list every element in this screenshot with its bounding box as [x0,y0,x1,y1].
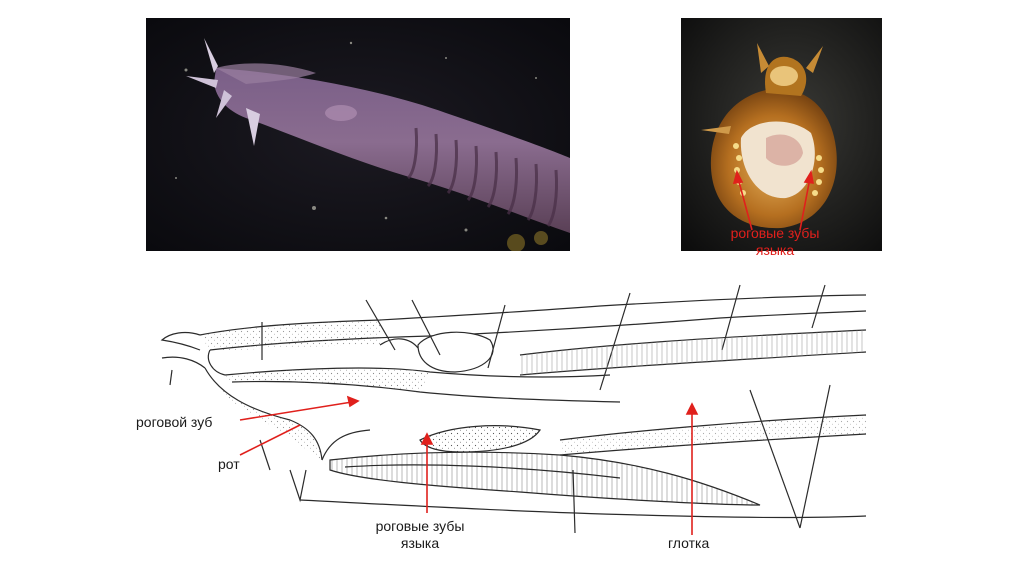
hagfish-photo [146,18,570,251]
label-photo-tongue-teeth: роговые зубы языка [715,225,835,259]
label-photo-tongue-teeth-line2: языка [755,242,795,258]
label-photo-tongue-teeth-line1: роговые зубы [730,225,820,241]
hagfish-mouth-photo-image [681,18,882,251]
label-pharynx: глотка [668,535,710,551]
label-tongue-teeth-line2: языка [400,535,440,551]
drawing-lines [160,284,867,534]
hagfish-mouth-photo [681,18,882,251]
label-tongue-teeth-line1: роговые зубы [375,518,465,534]
label-mouth: рот [218,456,240,472]
annotation-arrows [239,169,814,535]
hagfish-photo-image [146,18,570,251]
label-tongue-teeth: роговые зубы языка [365,518,475,552]
label-horn-tooth: роговой зуб [136,414,213,430]
